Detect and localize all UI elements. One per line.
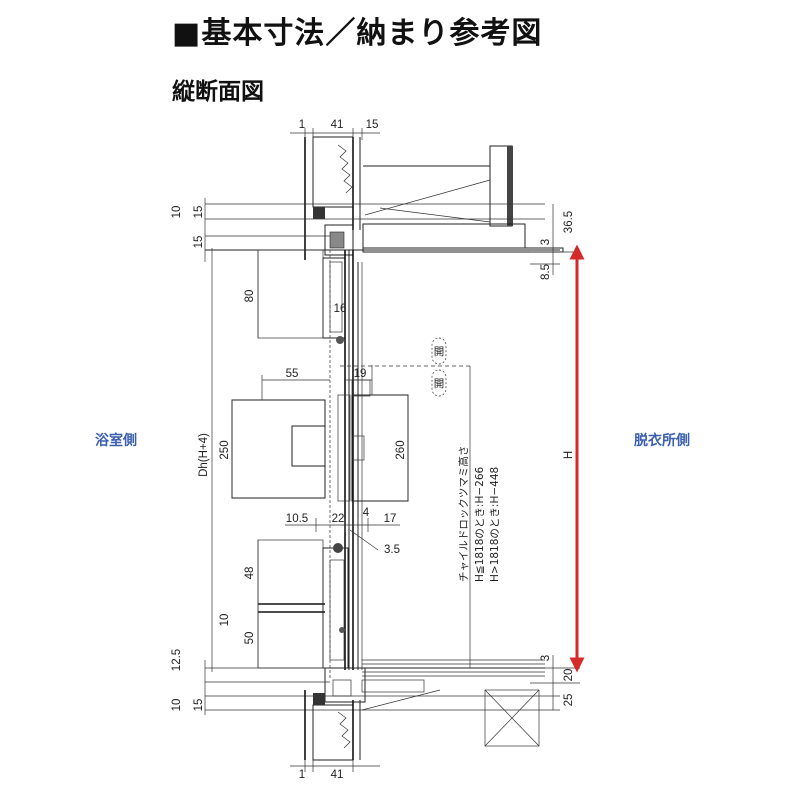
door-frame — [322, 224, 363, 680]
section-subtitle: 縦断面図 — [172, 79, 264, 105]
dim-17: 17 — [384, 513, 397, 525]
dim-250: 250 — [219, 440, 231, 459]
dim-3-5: 3.5 — [384, 544, 400, 556]
dimension-labels: 1 41 15 10 15 15 80 16 55 19 250 260 Dh(… — [171, 119, 575, 781]
dim-4: 4 — [363, 507, 370, 519]
dimension-lines — [204, 128, 554, 772]
dim-top-15: 15 — [366, 119, 379, 131]
open-mark-top: 開 — [434, 346, 445, 358]
bottom-reference-lines — [205, 667, 580, 711]
dim-right-8-5: 8.5 — [540, 264, 552, 280]
dim-right-36-5: 36.5 — [563, 211, 575, 233]
dim-top-1: 1 — [299, 119, 305, 131]
threshold — [361, 659, 545, 747]
dressing-room-side-label: 脱衣所側 — [634, 433, 690, 449]
dim-left-10-bottom: 10 — [171, 699, 183, 712]
upper-lintel — [362, 145, 564, 253]
dim-right-h: H — [563, 451, 575, 459]
dim-48: 48 — [244, 567, 256, 580]
top-reference-lines — [205, 203, 580, 265]
dim-dh: Dh(H+4) — [198, 433, 210, 477]
dim-55: 55 — [286, 368, 299, 380]
lower-wall — [304, 690, 361, 761]
lock-housing — [231, 249, 409, 502]
dim-10-mid: 10 — [219, 614, 231, 627]
dim-right-3-top: 3 — [540, 239, 552, 245]
lock-height-title: チャイルドロックツマミ高さ — [457, 446, 470, 582]
dim-80: 80 — [244, 290, 256, 303]
open-mark-bottom: 開 — [434, 378, 445, 390]
dim-50: 50 — [244, 632, 256, 645]
lock-height-note: チャイルドロックツマミ高さ H≦1818のとき:H−266 H>1818のとき:… — [457, 446, 501, 582]
dim-260: 260 — [395, 440, 407, 459]
dim-16: 16 — [334, 303, 347, 315]
dim-10-5: 10.5 — [286, 513, 308, 525]
dim-left-12-5: 12.5 — [171, 649, 183, 671]
dim-19: 19 — [354, 368, 367, 380]
dim-right-3-bottom: 3 — [540, 655, 552, 661]
dim-right-25: 25 — [563, 694, 575, 707]
dim-bottom-1: 1 — [299, 769, 305, 781]
dim-bottom-41: 41 — [331, 769, 344, 781]
dim-left-15-top-a: 15 — [193, 206, 205, 219]
lock-height-line2: H>1818のとき:H−448 — [489, 467, 501, 582]
open-direction-mark: 開 開 — [431, 337, 447, 397]
upper-wall — [304, 136, 361, 260]
lock-height-line1: H≦1818のとき:H−266 — [474, 466, 486, 582]
dim-right-20: 20 — [563, 669, 575, 682]
page-title: ■基本寸法／納まり参考図 — [172, 16, 543, 51]
dim-22: 22 — [332, 513, 345, 525]
dim-left-15-bottom: 15 — [193, 699, 205, 712]
dim-left-15-top-b: 15 — [193, 236, 205, 249]
bathroom-side-label: 浴室側 — [95, 433, 137, 449]
dim-left-10-top: 10 — [171, 206, 183, 219]
dim-top-41: 41 — [331, 119, 344, 131]
